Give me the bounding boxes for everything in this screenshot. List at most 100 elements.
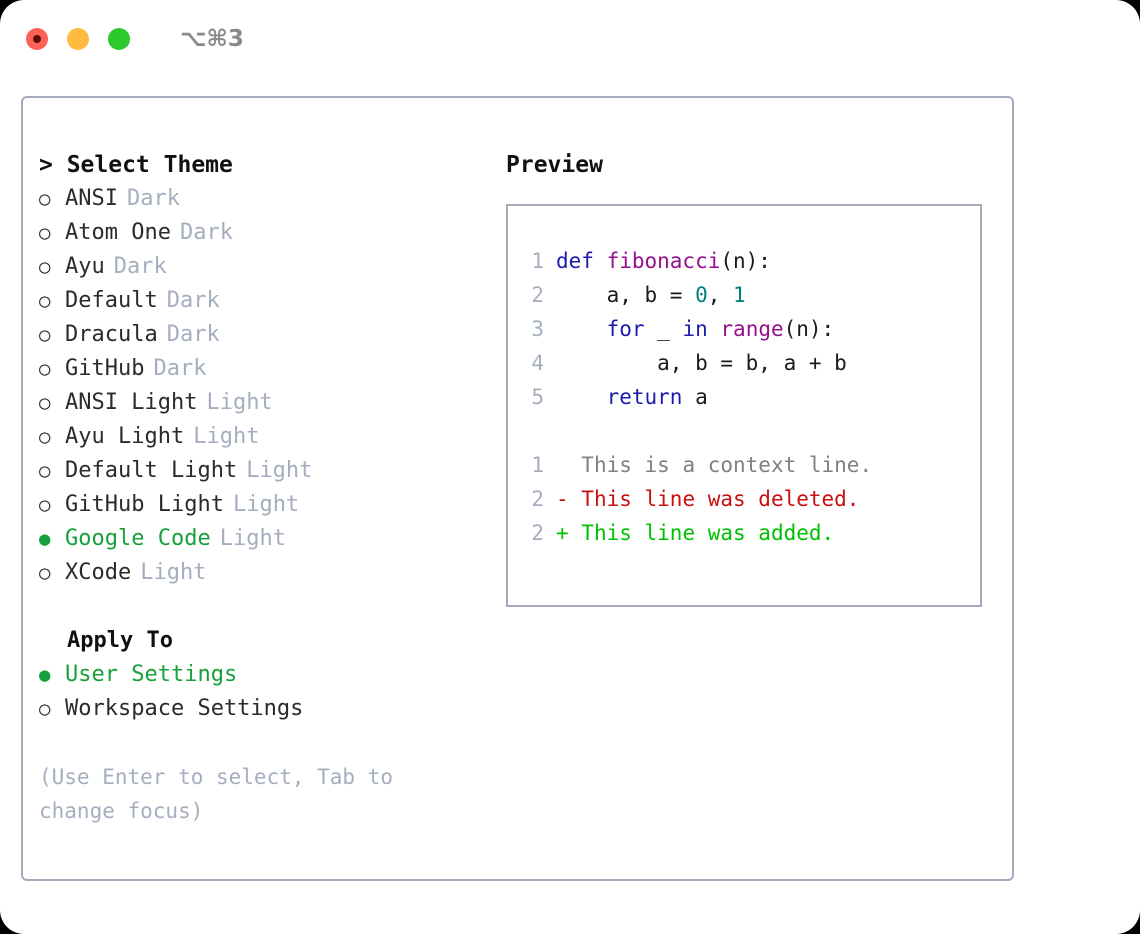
radio-icon[interactable]: ○ — [39, 256, 51, 278]
apply-to-list[interactable]: ● User Settings ○ Workspace Settings — [39, 658, 493, 726]
theme-variant: Light — [193, 424, 260, 449]
radio-icon[interactable]: ○ — [39, 188, 51, 210]
theme-variant: Light — [232, 492, 300, 517]
zoom-button[interactable] — [108, 28, 130, 50]
theme-name: Default — [65, 288, 158, 313]
theme-variant: Light — [206, 390, 273, 415]
radio-icon[interactable]: ○ — [39, 222, 51, 244]
diff-text: This is a context line. — [581, 453, 873, 477]
theme-list-item[interactable]: ○ ANSI Light Light — [39, 386, 493, 420]
line-number: 3 — [531, 317, 544, 341]
diff-line-deleted: 2 - This line was deleted. — [522, 482, 980, 516]
line-number: 1 — [531, 249, 544, 273]
code-token: (n): — [783, 317, 835, 341]
line-number: 2 — [531, 487, 544, 511]
list-divider-space — [39, 590, 493, 624]
code-token: range — [720, 317, 784, 341]
theme-variant: Dark — [166, 322, 220, 347]
code-token: a, b = — [556, 283, 696, 307]
window-titlebar: ⌥⌘3 — [0, 0, 1140, 78]
line-number: 4 — [531, 351, 544, 375]
theme-list-item[interactable]: ○ Ayu Dark — [39, 250, 493, 284]
radio-icon[interactable]: ○ — [39, 290, 51, 312]
theme-variant: Dark — [166, 288, 220, 313]
theme-list-item[interactable]: ○ Dracula Dark — [39, 318, 493, 352]
line-number: 2 — [531, 521, 544, 545]
theme-name: GitHub — [65, 356, 145, 381]
code-token — [708, 312, 721, 346]
code-token: in — [682, 317, 708, 341]
apply-to-label: Workspace Settings — [65, 696, 304, 721]
radio-icon-selected[interactable]: ● — [39, 528, 51, 550]
theme-list-item[interactable]: ○ Default Light Light — [39, 454, 493, 488]
code-token: def — [556, 249, 607, 273]
diff-line-added: 2 + This line was added. — [522, 516, 980, 550]
theme-list-item[interactable]: ○ XCode Light — [39, 556, 493, 590]
theme-variant: Dark — [126, 186, 180, 211]
keyboard-hint-text: (Use Enter to select, Tab to change focu… — [39, 765, 394, 823]
line-number: 5 — [531, 385, 544, 409]
select-theme-heading: > Select Theme — [39, 152, 233, 178]
window-controls — [26, 28, 130, 50]
theme-list-item[interactable]: ○ Default Dark — [39, 284, 493, 318]
code-token: a, b = b, a + b — [556, 351, 847, 375]
theme-list-item[interactable]: ○ Atom One Dark — [39, 216, 493, 250]
close-button[interactable] — [26, 28, 48, 50]
radio-icon[interactable]: ○ — [39, 460, 51, 482]
theme-name: Ayu — [65, 254, 105, 279]
code-line: 2 a, b = 0 , 1 — [522, 278, 980, 312]
theme-variant: Dark — [113, 254, 167, 279]
code-token: a — [682, 385, 708, 409]
theme-name: Ayu Light — [65, 424, 185, 449]
apply-to-item-user-settings[interactable]: ● User Settings — [39, 658, 493, 692]
code-token: (n): — [720, 249, 771, 273]
theme-variant: Dark — [153, 356, 207, 381]
code-token: _ — [644, 317, 683, 341]
code-line: 4 a, b = b, a + b — [522, 346, 980, 380]
theme-list-item[interactable]: ○ Ayu Light Light — [39, 420, 493, 454]
theme-list-item[interactable]: ○ ANSI Dark — [39, 182, 493, 216]
radio-icon[interactable]: ○ — [39, 698, 51, 720]
radio-icon[interactable]: ○ — [39, 392, 51, 414]
code-token: 0 — [695, 283, 708, 307]
main-panel: > Select Theme ○ ANSI Dark ○ Atom One Da… — [21, 96, 1014, 881]
diff-text: This line was added. — [581, 521, 835, 545]
apply-to-item-workspace-settings[interactable]: ○ Workspace Settings — [39, 692, 493, 726]
keyboard-shortcut-label: ⌥⌘3 — [180, 26, 244, 52]
radio-icon[interactable]: ○ — [39, 324, 51, 346]
line-number: 1 — [531, 453, 544, 477]
code-token — [556, 312, 607, 346]
theme-name: Atom One — [65, 220, 171, 245]
theme-list[interactable]: ○ ANSI Dark ○ Atom One Dark ○ Ayu Dark — [39, 182, 493, 590]
radio-icon-selected[interactable]: ● — [39, 664, 51, 686]
radio-icon[interactable]: ○ — [39, 562, 51, 584]
theme-name: Google Code — [65, 526, 211, 551]
code-blank-line — [522, 414, 980, 448]
code-token: , — [707, 283, 734, 307]
theme-list-item[interactable]: ○ GitHub Dark — [39, 352, 493, 386]
code-token: 1 — [733, 283, 746, 307]
diff-marker — [556, 448, 581, 482]
code-line: 3 for _ in range (n): — [522, 312, 980, 346]
minimize-button[interactable] — [67, 28, 89, 50]
preview-heading: Preview — [506, 152, 603, 178]
apply-to-heading: Apply To — [67, 628, 173, 653]
radio-icon[interactable]: ○ — [39, 358, 51, 380]
code-token: return — [606, 385, 683, 409]
code-line: 5 return a — [522, 380, 980, 414]
theme-name: ANSI — [65, 186, 118, 211]
theme-name: GitHub Light — [65, 492, 224, 517]
line-number: 2 — [531, 283, 544, 307]
code-line: 1 def fibonacci (n): — [522, 244, 980, 278]
theme-list-item-selected[interactable]: ● Google Code Light — [39, 522, 493, 556]
theme-name: XCode — [65, 560, 132, 585]
theme-name: Default Light — [65, 458, 238, 483]
radio-icon[interactable]: ○ — [39, 426, 51, 448]
theme-variant: Light — [219, 526, 286, 551]
diff-marker: - — [556, 487, 582, 511]
theme-variant: Light — [140, 560, 207, 585]
theme-list-item[interactable]: ○ GitHub Light Light — [39, 488, 493, 522]
radio-icon[interactable]: ○ — [39, 494, 51, 516]
theme-variant: Light — [246, 458, 313, 483]
theme-picker-column: > Select Theme ○ ANSI Dark ○ Atom One Da… — [23, 148, 493, 879]
